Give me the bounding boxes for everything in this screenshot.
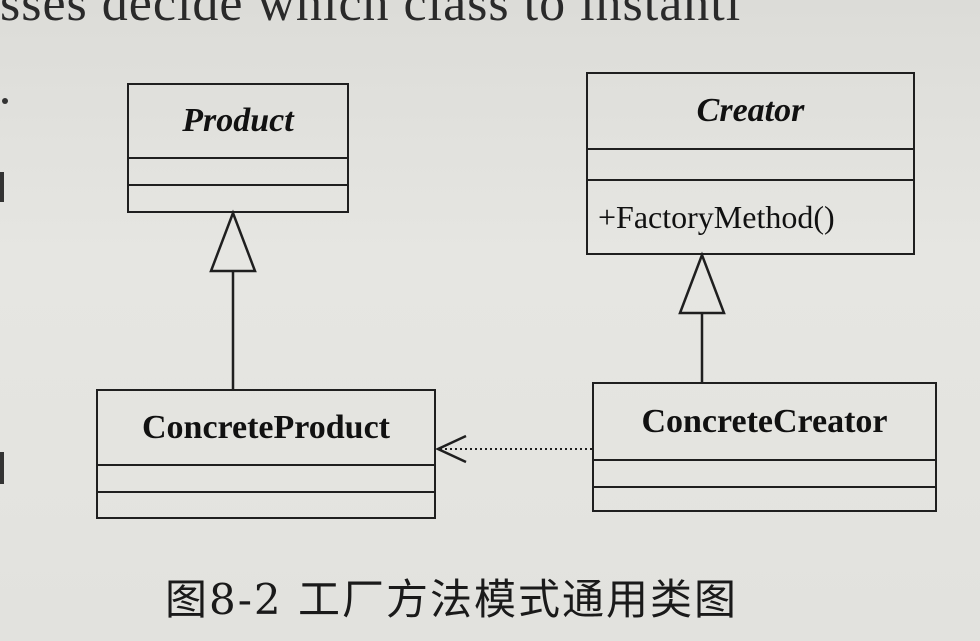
attributes-compartment (129, 159, 347, 186)
operations-compartment (98, 493, 434, 517)
attributes-compartment (594, 461, 935, 488)
operations-compartment (129, 186, 347, 211)
generalization-arrowhead-creator (678, 251, 726, 315)
bullet-dot (2, 98, 8, 104)
class-concrete-product: ConcreteProduct (96, 389, 436, 519)
class-product: Product (127, 83, 349, 213)
figure-caption: 图8-2 工厂方法模式通用类图 (165, 575, 738, 624)
margin-mark (0, 172, 4, 202)
class-name: ConcreteCreator (594, 384, 935, 461)
class-name: Product (129, 85, 347, 159)
operation-factory-method: +FactoryMethod() (598, 198, 835, 235)
class-concrete-creator: ConcreteCreator (592, 382, 937, 512)
class-name: ConcreteProduct (98, 391, 434, 466)
class-name: Creator (588, 74, 913, 150)
page-text-fragment: sses decide which class to instanti (0, 0, 742, 32)
dependency-arrowhead (435, 434, 467, 464)
generalization-arrowhead-product (209, 209, 257, 273)
class-creator: Creator +FactoryMethod() (586, 72, 915, 255)
margin-mark (0, 452, 4, 484)
operations-compartment (594, 488, 935, 510)
attributes-compartment (98, 466, 434, 493)
attributes-compartment (588, 150, 913, 181)
